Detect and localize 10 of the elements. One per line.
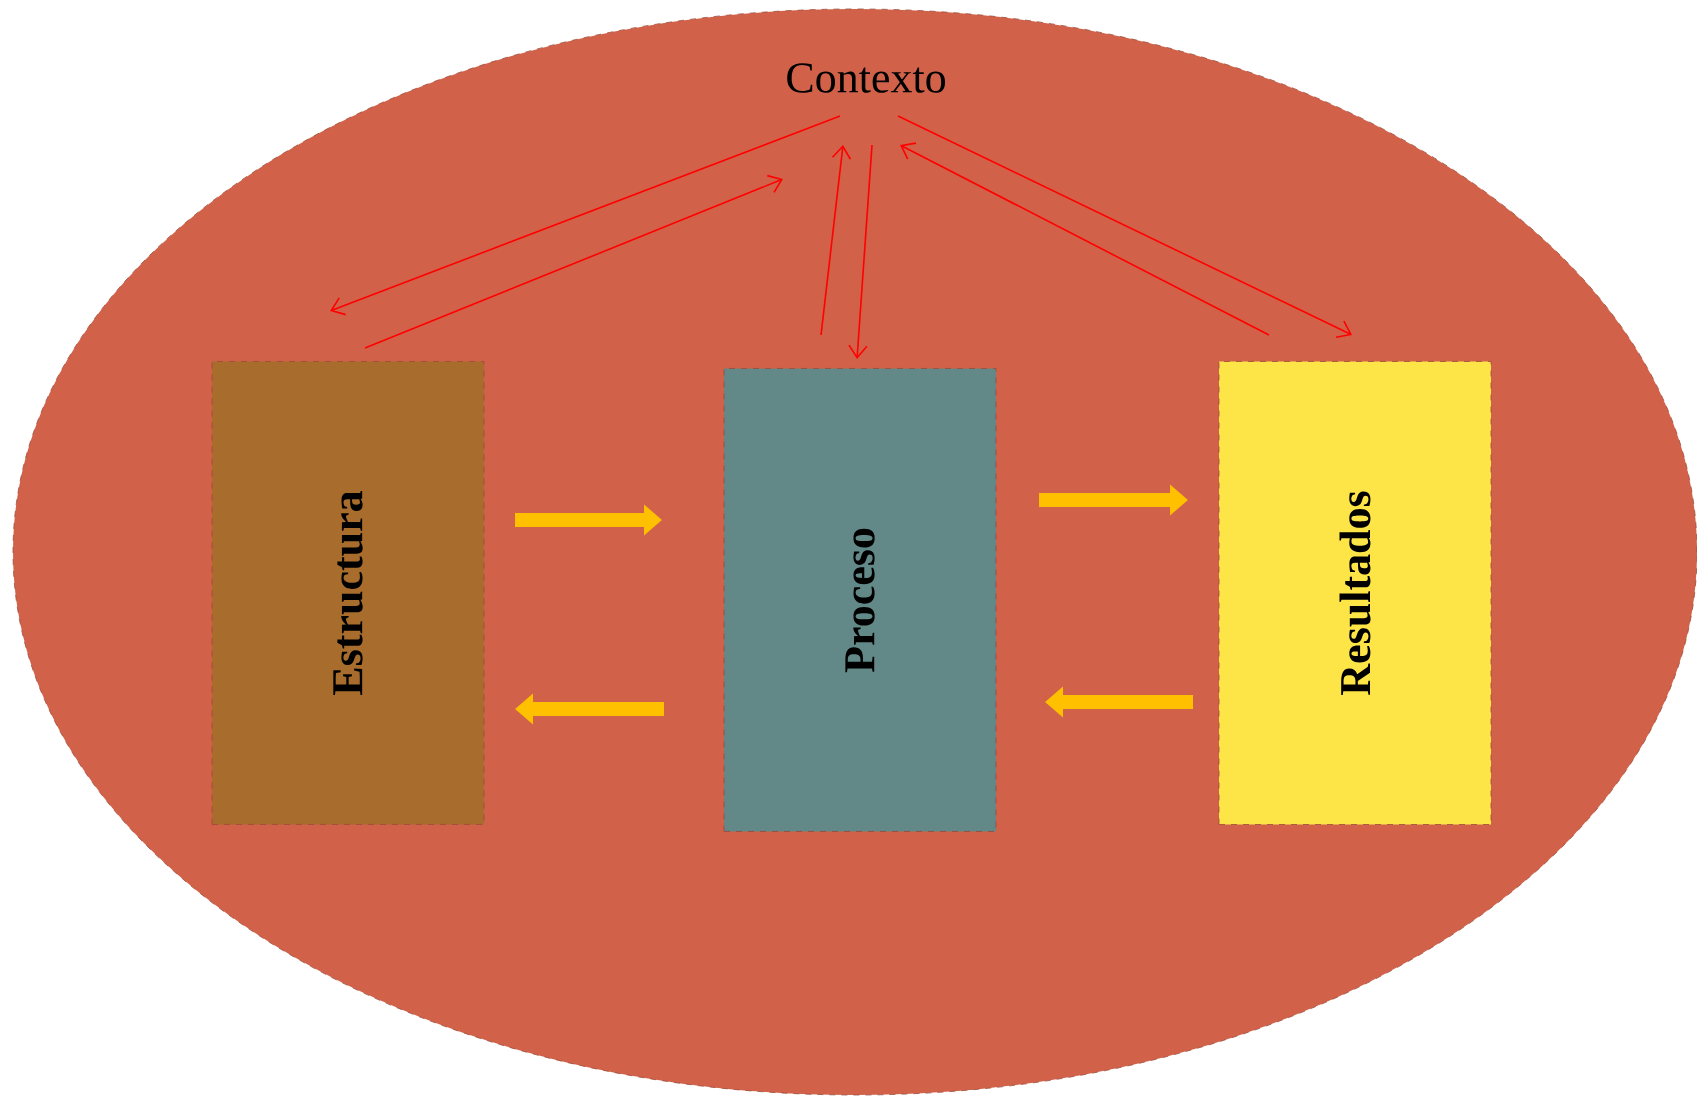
heading: Contexto bbox=[787, 63, 945, 93]
arrow bbox=[900, 142, 1270, 336]
arrow bbox=[364, 174, 783, 349]
arrow bbox=[820, 145, 852, 336]
arrow bbox=[848, 144, 873, 359]
box: Proceso bbox=[723, 368, 997, 832]
box: Estructura bbox=[211, 361, 485, 825]
box: Resultados bbox=[1218, 361, 1492, 825]
arrow bbox=[897, 115, 1353, 339]
arrow bbox=[330, 115, 841, 316]
